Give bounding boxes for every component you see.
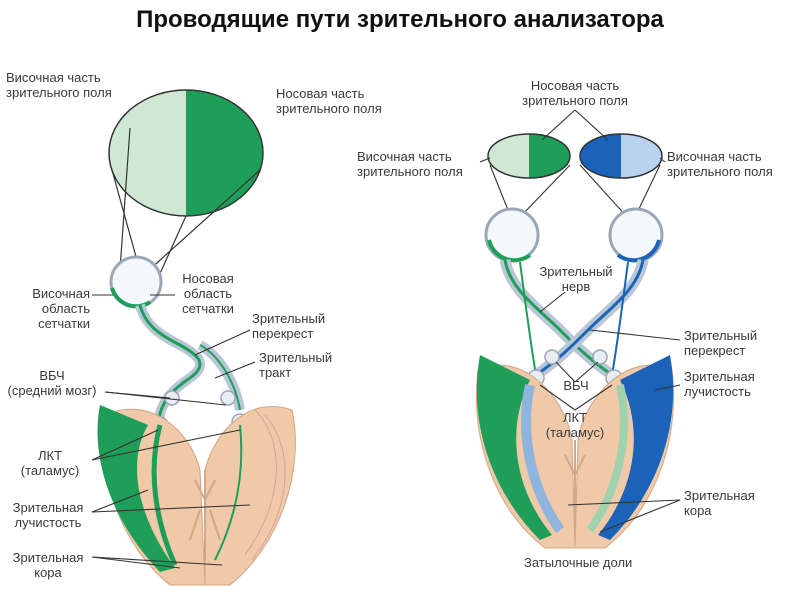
right-optic-nerve-label: Зрительный нерв — [539, 264, 613, 294]
left-pointer-lines — [91, 294, 256, 569]
left-temporal-field-label: Височная часть зрительного поля — [6, 70, 112, 100]
right-radiation-label: Зрительная лучистость — [684, 369, 755, 399]
right-temporal-field-right-label: Височная часть зрительного поля — [667, 149, 773, 179]
page-title: Проводящие пути зрительного анализатора — [136, 6, 664, 33]
left-radiation-label: Зрительная лучистость — [12, 500, 84, 530]
left-tract-label: Зрительный тракт — [259, 350, 333, 380]
left-occipital-lobes — [97, 405, 296, 586]
right-nasal-field-label: Носовая часть зрительного поля — [522, 78, 628, 108]
left-temporal-retina-label: Височная область сетчатки — [32, 286, 90, 331]
right-diagram — [476, 109, 681, 549]
right-cortex-label: Зрительная кора — [684, 488, 755, 518]
right-lgn-label: ЛКТ (таламус) — [545, 410, 605, 440]
left-nasal-field-label: Носовая часть зрительного поля — [276, 86, 382, 116]
left-eye — [109, 255, 163, 309]
right-occipital-lobes — [476, 355, 674, 549]
left-nasal-retina-label: Носовая область сетчатки — [182, 271, 234, 316]
right-field-right-eye — [580, 134, 662, 178]
left-cortex-label: Зрительная кора — [12, 550, 84, 580]
right-chiasm-label: Зрительный перекрест — [684, 328, 758, 358]
left-optic-pathway — [135, 303, 245, 426]
left-lgn-label: ЛКТ (таламус) — [20, 448, 80, 478]
right-field-left-eye — [488, 134, 570, 178]
right-temporal-field-left-label: Височная часть зрительного поля — [357, 149, 463, 179]
right-occipital-label: Затылочные доли — [524, 555, 633, 570]
right-vbch-label: ВБЧ — [563, 378, 589, 393]
left-chiasm-label: Зрительный перекрест — [252, 311, 326, 341]
left-midbrain-label: ВБЧ (средний мозг) — [7, 368, 97, 398]
left-diagram — [91, 89, 296, 586]
